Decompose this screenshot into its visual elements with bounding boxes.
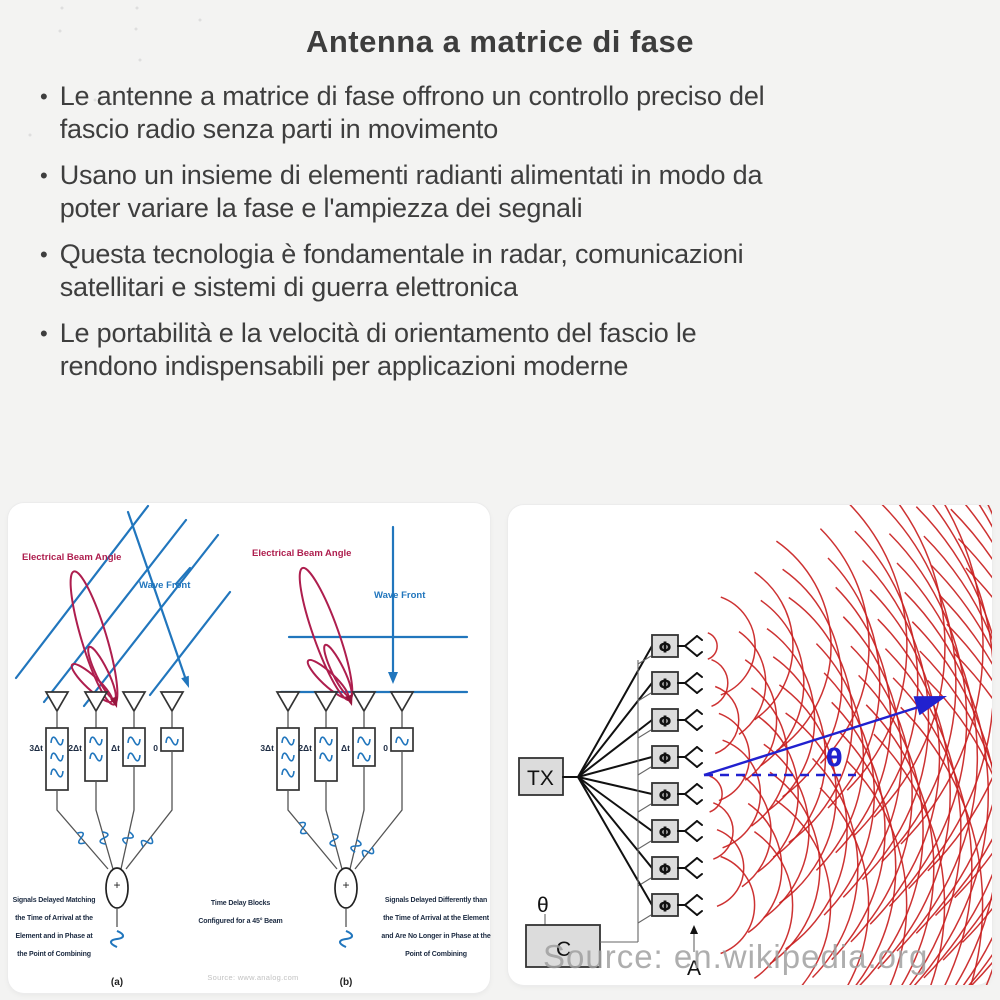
bullet-item: • Questa tecnologia è fondamentale in ra… — [40, 238, 970, 304]
caption-a: (a) — [111, 977, 123, 988]
antenna-icon — [683, 894, 698, 916]
delay-label: 2Δt — [68, 743, 82, 753]
caption-b: (b) — [340, 977, 353, 988]
delay-block — [84, 727, 108, 782]
wavefront-label-b: Wave Front — [374, 590, 426, 601]
phased-array-diagram: Φ Φ Φ Φ Φ Φ Φ Φ TX θ C A — [518, 505, 992, 985]
beam-angle-label-a: Electrical Beam Angle — [22, 552, 121, 563]
delay-label: 0 — [383, 743, 388, 753]
bullet-text: Usano un insieme di elementi radianti al… — [59, 160, 763, 223]
figure-phased-array-card: Φ Φ Φ Φ Φ Φ Φ Φ TX θ C A — [508, 505, 992, 985]
wavefront-label-a: Wave Front — [139, 580, 191, 591]
element-column-group-a: 3Δt 2Δt Δt 0 — [29, 691, 185, 870]
antenna-icon — [683, 783, 698, 805]
delay-block — [352, 727, 376, 767]
bullet-marker: • — [40, 321, 48, 346]
antenna-icon — [275, 691, 301, 713]
source-analog: Source: www.analog.com — [207, 973, 299, 982]
bullet-text: Questa tecnologia è fondamentale in rada… — [59, 239, 744, 302]
page-title: Antenna a matrice di fase — [305, 24, 695, 59]
delay-label: 3Δt — [260, 743, 274, 753]
background-pattern — [28, 6, 202, 137]
antenna-icon — [351, 691, 377, 713]
signal-phase-icon — [121, 829, 135, 847]
bullet-item: • Usano un insieme di elementi radianti … — [40, 159, 970, 225]
array-label: A — [687, 957, 701, 980]
combiner-b: + — [334, 867, 358, 949]
bullet-list: • Le antenne a matrice di fase offrono u… — [40, 80, 970, 396]
beam-lobe-b — [298, 566, 354, 706]
beam-direction-indicator: θ — [703, 696, 947, 777]
phase-shifter-symbol: Φ — [659, 750, 672, 768]
antenna-icon — [159, 691, 185, 713]
note-signals-matched: Signals Delayed Matching the Time of Arr… — [12, 897, 96, 958]
tx-label: TX — [527, 767, 554, 790]
antenna-icon — [44, 691, 70, 713]
phase-shifter-symbol: Φ — [659, 787, 672, 805]
phase-shifter-symbol: Φ — [659, 898, 672, 916]
element-column-group-b: 3Δt 2Δt Δt 0 — [260, 691, 415, 870]
bullet-text: Le portabilità e la velocità di orientam… — [59, 318, 697, 381]
delay-block — [276, 727, 300, 791]
antenna-icon — [683, 857, 698, 879]
bullet-item: • Le portabilità e la velocità di orient… — [40, 317, 970, 383]
antenna-icon — [313, 691, 339, 713]
delay-block — [122, 727, 146, 767]
time-delay-diagram: Electrical Beam Angle Wave Front Electri… — [14, 504, 469, 988]
signal-phase-icon — [96, 829, 112, 847]
bullet-marker: • — [40, 163, 48, 188]
note-time-delay-blocks: Time Delay Blocks Configured for a 45° B… — [198, 900, 283, 925]
antenna-icon — [683, 709, 698, 731]
wavefront-lines-a — [14, 504, 232, 708]
transmitter-block: TX — [518, 757, 579, 796]
phase-shifter-symbol: Φ — [659, 861, 672, 879]
antenna-icon — [389, 691, 415, 713]
feed-network: Φ Φ Φ Φ Φ Φ Φ Φ — [577, 634, 703, 924]
delay-label: Δt — [341, 743, 350, 753]
antenna-icon — [121, 691, 147, 713]
combiner-a: + — [105, 867, 129, 949]
beam-controller-block: θ C — [525, 660, 639, 968]
delay-label: Δt — [111, 743, 120, 753]
antenna-icon — [683, 635, 698, 657]
phase-shifter-symbol: Φ — [659, 639, 672, 657]
delay-block — [45, 727, 69, 791]
beam-angle-label-b: Electrical Beam Angle — [252, 548, 351, 559]
controller-theta-label: θ — [537, 894, 549, 917]
phase-shifter-symbol: Φ — [659, 824, 672, 842]
antenna-icon — [683, 746, 698, 768]
bullet-item: • Le antenne a matrice di fase offrono u… — [40, 80, 970, 146]
signal-phase-icon — [138, 833, 156, 851]
watermark-wikipedia: Source: en.wikipedia.org — [543, 938, 928, 975]
array-axis-label: A — [687, 925, 701, 980]
phase-shifter-symbol: Φ — [659, 713, 672, 731]
delay-label: 3Δt — [29, 743, 43, 753]
delay-label: 2Δt — [298, 743, 312, 753]
radio-wavefront-arcs — [707, 505, 992, 985]
signal-phase-icon — [326, 831, 342, 849]
antenna-icon — [683, 672, 698, 694]
phase-shifter-symbol: Φ — [659, 676, 672, 694]
controller-label: C — [556, 938, 571, 961]
bullet-marker: • — [40, 84, 48, 109]
figure-time-delay-card: Electrical Beam Angle Wave Front Electri… — [8, 503, 491, 993]
bullet-text: Le antenne a matrice di fase offrono un … — [59, 81, 765, 144]
delay-label: 0 — [153, 743, 158, 753]
output-signal-icon — [109, 929, 125, 949]
output-signal-icon — [338, 929, 354, 949]
antenna-icon — [83, 691, 109, 713]
summer-symbol: + — [342, 878, 349, 892]
antenna-icon — [683, 820, 698, 842]
beam-lobe-a — [69, 570, 119, 708]
note-signals-different: Signals Delayed Differently than the Tim… — [381, 897, 491, 958]
bullet-marker: • — [40, 242, 48, 267]
beam-angle-theta: θ — [826, 744, 843, 772]
summer-symbol: + — [113, 878, 120, 892]
delay-block — [314, 727, 338, 782]
